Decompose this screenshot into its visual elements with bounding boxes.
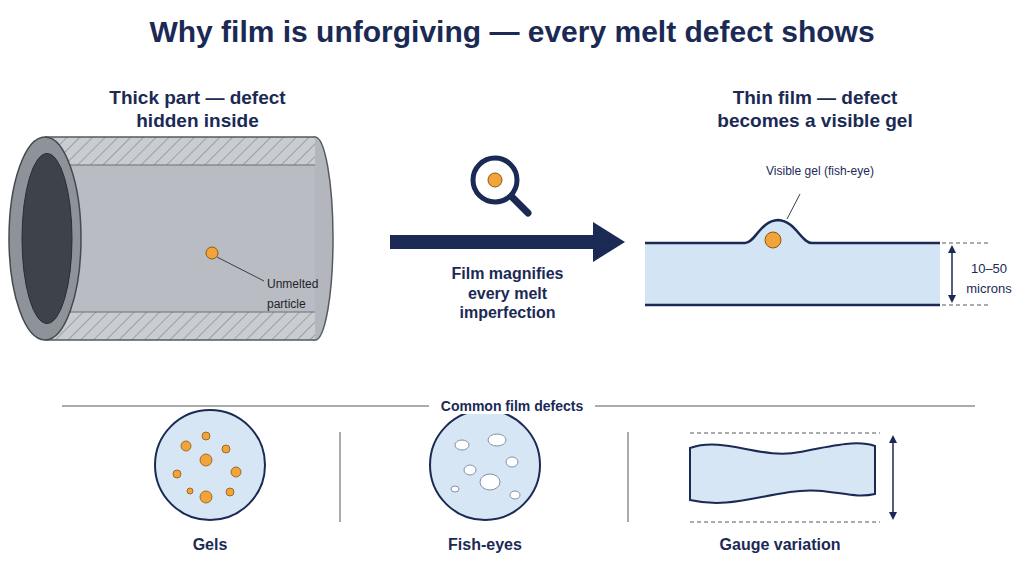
defect-name: Gels [140,535,280,555]
dimension-label: 10–50 microns [966,261,1012,296]
dimension-label-box: 10–50 microns [958,258,1020,297]
defect-name: Gauge variation [690,535,870,555]
thick-part-region: Thick part — defect hidden inside [10,78,385,348]
defect-sample: Fish-eyes [415,400,555,570]
thin-film-region: Thin film — defect becomes a visible gel [630,78,1000,348]
callout-label: Unmelted particle [267,277,318,311]
defects-panel [62,406,975,522]
callout-label: Visible gel (fish-eye) [766,164,874,178]
section-heading: Common film defects [429,398,595,414]
magnifier-icon [473,158,528,213]
flow-arrow [390,222,625,262]
callout-label-box: Unmelted particle [267,273,339,312]
defect-name: Fish-eyes [415,535,555,555]
panel-heading: Thick part — defect hidden inside [98,86,298,132]
thick-tube [9,137,333,340]
defect-sample: Gauge variation [690,400,870,570]
callout-label-box: Visible gel (fish-eye) [765,160,875,180]
title: Why film is unforgiving — every melt def… [0,14,1024,51]
defect-sample: Gels [140,400,280,570]
arrow-label: Film magnifies every melt imperfection [433,264,583,323]
arrow-head [593,222,625,262]
section-heading-box: Common film defects [362,396,662,416]
arrow-shaft [390,235,594,249]
thin-film [645,194,988,305]
panel-heading: Thin film — defect becomes a visible gel [690,86,940,132]
